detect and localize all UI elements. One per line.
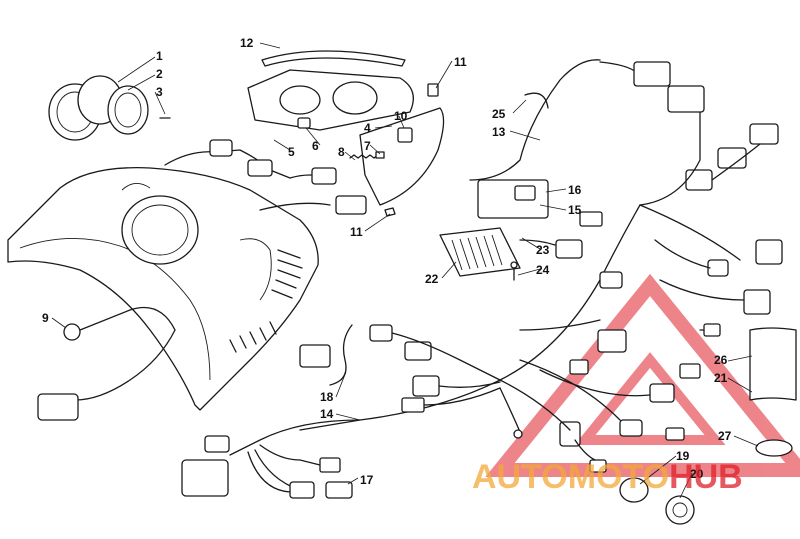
svg-text:AUTOMOTOHUB: AUTOMOTOHUB [472, 458, 743, 496]
connector-d [717, 147, 747, 169]
lower-harness [181, 419, 361, 499]
callout-27: 27 [718, 429, 732, 443]
callout-19: 19 [676, 449, 690, 463]
connector-g [743, 289, 771, 315]
callout-labels: 1 2 3 12 11 4 10 5 6 7 8 11 9 25 13 16 1… [42, 36, 732, 487]
connector-h [707, 259, 729, 277]
watermark-brand-automoto: AUTOMOTO [472, 458, 669, 496]
callout-25: 25 [492, 107, 506, 121]
callout-22: 22 [425, 272, 439, 286]
headlight-assembly [48, 75, 171, 141]
hose-clip-25 [524, 92, 549, 109]
sleeve-26 [749, 327, 797, 401]
watermark-logo [485, 273, 800, 477]
callout-18: 18 [320, 390, 334, 404]
callout-12: 12 [240, 36, 254, 50]
callout-10: 10 [394, 109, 408, 123]
connector-f [755, 239, 783, 265]
grommet-19 [619, 477, 649, 503]
connector-b [667, 85, 705, 113]
spring-and-clips [349, 83, 439, 217]
watermark-text: AUTOMOTOHUB [472, 458, 743, 496]
callout-13: 13 [492, 125, 506, 139]
voltage-regulator [439, 227, 521, 277]
callout-8: 8 [338, 145, 345, 159]
spring-part-8 [349, 154, 379, 159]
main-wiring-harness [299, 59, 783, 473]
callout-6: 6 [312, 139, 319, 153]
callout-5: 5 [288, 145, 295, 159]
electronics-module [439, 179, 603, 281]
trim-strip [261, 50, 406, 67]
connector-c [749, 123, 779, 145]
callout-26: 26 [714, 353, 728, 367]
tie-27 [755, 439, 793, 457]
callout-11-lower: 11 [350, 225, 363, 239]
left-harness [37, 306, 176, 421]
callout-14: 14 [320, 407, 334, 421]
watermark-brand-hub: HUB [669, 458, 743, 496]
clip-part-11-lower [384, 207, 396, 217]
gauge-bulb [297, 117, 311, 129]
callout-15: 15 [568, 203, 582, 217]
callout-11-top: 11 [454, 55, 467, 69]
headlight-sub-harness [164, 139, 367, 215]
callout-23: 23 [536, 243, 550, 257]
connector-e [685, 169, 713, 191]
console-cover [247, 69, 445, 206]
callout-16: 16 [568, 183, 582, 197]
callout-3: 3 [156, 85, 163, 99]
clip-part-11-top [427, 83, 439, 97]
callout-20: 20 [690, 467, 704, 481]
watermark-triangle-inner [574, 352, 726, 445]
misc-parts [524, 92, 797, 525]
hood-nose-pan [7, 167, 319, 411]
callout-1: 1 [156, 49, 163, 63]
leader-lines [51, 42, 759, 499]
headlight-ring [107, 85, 149, 135]
watermark-triangle-outer [485, 273, 800, 477]
callout-2: 2 [156, 67, 163, 81]
fuse-part-7 [375, 151, 385, 159]
callout-4: 4 [364, 121, 371, 135]
grommet-20 [665, 495, 695, 525]
callout-24: 24 [536, 263, 550, 277]
connector-a [633, 61, 671, 87]
callout-17: 17 [360, 473, 374, 487]
callout-9: 9 [42, 311, 49, 325]
callout-21: 21 [714, 371, 728, 385]
callout-7: 7 [364, 139, 371, 153]
